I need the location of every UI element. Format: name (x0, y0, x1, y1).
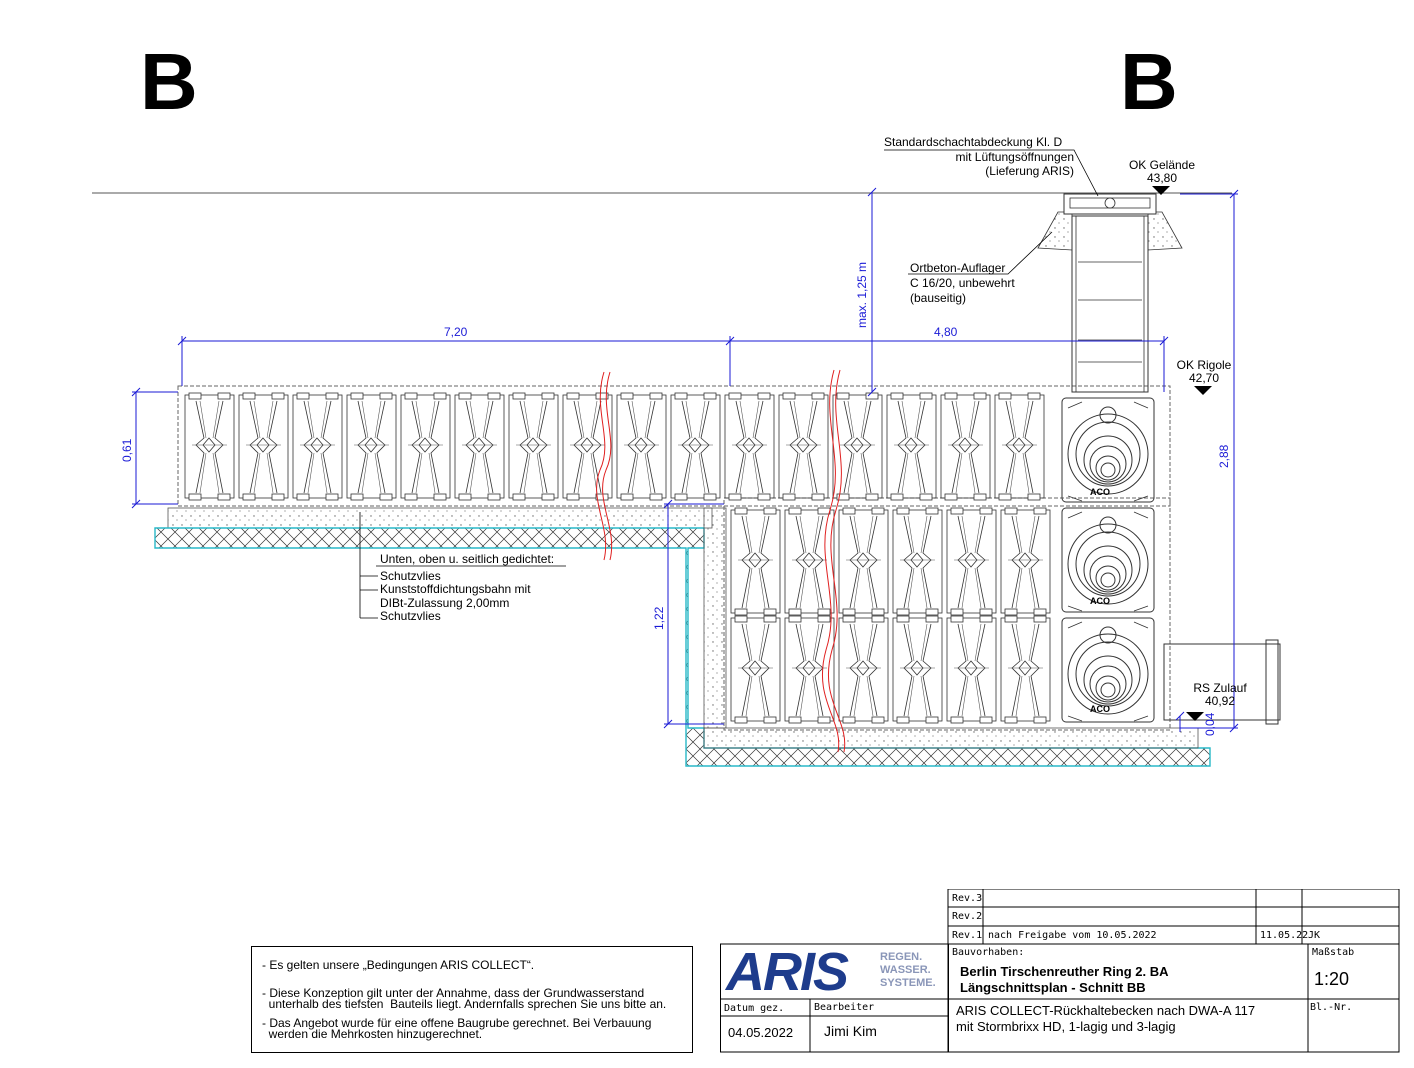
sealing-item-4: Schutzvlies (380, 609, 441, 623)
ok-gelaende-label: OK Gelände (1129, 158, 1195, 172)
section-mark-left: B (140, 37, 198, 126)
datum-value: 04.05.2022 (728, 1025, 794, 1040)
note-2: - Diese Konzeption gilt unter der Annahm… (262, 986, 645, 1000)
dim-061: 0,61 (120, 438, 134, 462)
desc-line-2: mit Stormbrixx HD, 1-lagig und 3-lagig (956, 1019, 1176, 1034)
rev1-date: 11.05.22 (1260, 930, 1309, 941)
datum-label: Datum gez. (724, 1003, 785, 1014)
logo-tag-1: REGEN. (880, 951, 923, 963)
bauvorhaben-label: Bauvorhaben: (952, 947, 1025, 958)
shaft (1037, 193, 1183, 393)
rev2-label: Rev.2 (952, 911, 983, 922)
manhole-modules (1061, 397, 1155, 723)
aco-mark-1: ACO (1090, 487, 1110, 497)
ortbeton-label-1: Ortbeton-Auflager (910, 261, 1005, 275)
rev1-by: JK (1308, 930, 1321, 941)
rs-zulauf-value: 40,92 (1205, 694, 1235, 708)
upper-module-row (184, 392, 1045, 501)
note-1: - Es gelten unsere „Bedingungen ARIS COL… (262, 958, 535, 972)
sealing-title: Unten, oben u. seitlich gedichtet: (380, 552, 554, 566)
cover-label-2: mit Lüftungsöffnungen (955, 150, 1074, 164)
massstab-value: 1:20 (1314, 969, 1350, 989)
dim-004: 0,04 (1203, 712, 1217, 736)
dim-720: 7,20 (444, 325, 468, 339)
dim-max125: max. 1,25 m (855, 262, 869, 328)
cover-label-1: Standardschachtabdeckung Kl. D (884, 135, 1062, 149)
cover-label-3: (Lieferung ARIS) (985, 164, 1074, 178)
dimensions (131, 187, 1239, 733)
sealing-item-1: Schutzvlies (380, 569, 441, 583)
ortbeton-label-2: C 16/20, unbewehrt (910, 276, 1015, 290)
aris-logo: ARIS (726, 942, 849, 1002)
logo-tag-2: WASSER. (880, 964, 931, 976)
logo-tag-3: SYSTEME. (880, 977, 936, 989)
project-line-2: Längschnittsplan - Schnitt BB (960, 980, 1146, 995)
aco-mark-2: ACO (1090, 596, 1110, 606)
ok-gelaende-value: 43,80 (1147, 171, 1177, 185)
ok-rigole-label: OK Rigole (1177, 358, 1232, 372)
desc-line-1: ARIS COLLECT-Rückhaltebecken nach DWA-A … (956, 1003, 1256, 1018)
rs-zulauf-label: RS Zulauf (1193, 681, 1247, 695)
notes-box: - Es gelten unsere „Bedingungen ARIS COL… (251, 946, 693, 1053)
dim-288: 2,88 (1217, 444, 1231, 468)
section-mark-right: B (1120, 37, 1178, 126)
inlet-pipe (1163, 639, 1281, 725)
blnr-label: Bl.-Nr. (1310, 1002, 1353, 1013)
ok-gelaende-marker (1152, 186, 1170, 195)
rev1-text: nach Freigabe vom 10.05.2022 (988, 930, 1157, 941)
note-5: werden die Mehrkosten hinzugerechnet. (262, 1027, 483, 1041)
ok-rigole-value: 42,70 (1189, 371, 1219, 385)
ortbeton-label-3: (bauseitig) (910, 291, 966, 305)
rev1-label: Rev.1 (952, 930, 983, 941)
dim-122: 1,22 (652, 606, 666, 630)
rs-zulauf-marker (1186, 712, 1204, 721)
bearbeiter-value: Jimi Kim (824, 1023, 877, 1039)
logo-tag: REGEN. WASSER. SYSTEME. (880, 951, 936, 990)
note-4: - Das Angebot wurde für eine offene Baug… (262, 1016, 652, 1030)
title-block-grid (720, 889, 1400, 1053)
dim-480: 4,80 (934, 325, 958, 339)
sealing-item-2: Kunststoffdichtungsbahn mit (380, 582, 531, 596)
sealing-item-3: DIBt-Zulassung 2,00mm (380, 596, 509, 610)
ok-rigole-marker (1194, 386, 1212, 395)
bearbeiter-label: Bearbeiter (814, 1002, 875, 1013)
aco-mark-3: ACO (1090, 704, 1110, 714)
project-line-1: Berlin Tirschenreuther Ring 2. BA (960, 964, 1169, 979)
massstab-label: Maßstab (1312, 947, 1355, 958)
lower-module-rows (730, 507, 1051, 724)
note-3: unterhalb des tiefsten Bauteils liegt. A… (262, 997, 667, 1011)
rev3-label: Rev.3 (952, 893, 983, 904)
title-block: ARIS REGEN. WASSER. SYSTEME. Rev.3 Rev.2… (720, 889, 1400, 1053)
